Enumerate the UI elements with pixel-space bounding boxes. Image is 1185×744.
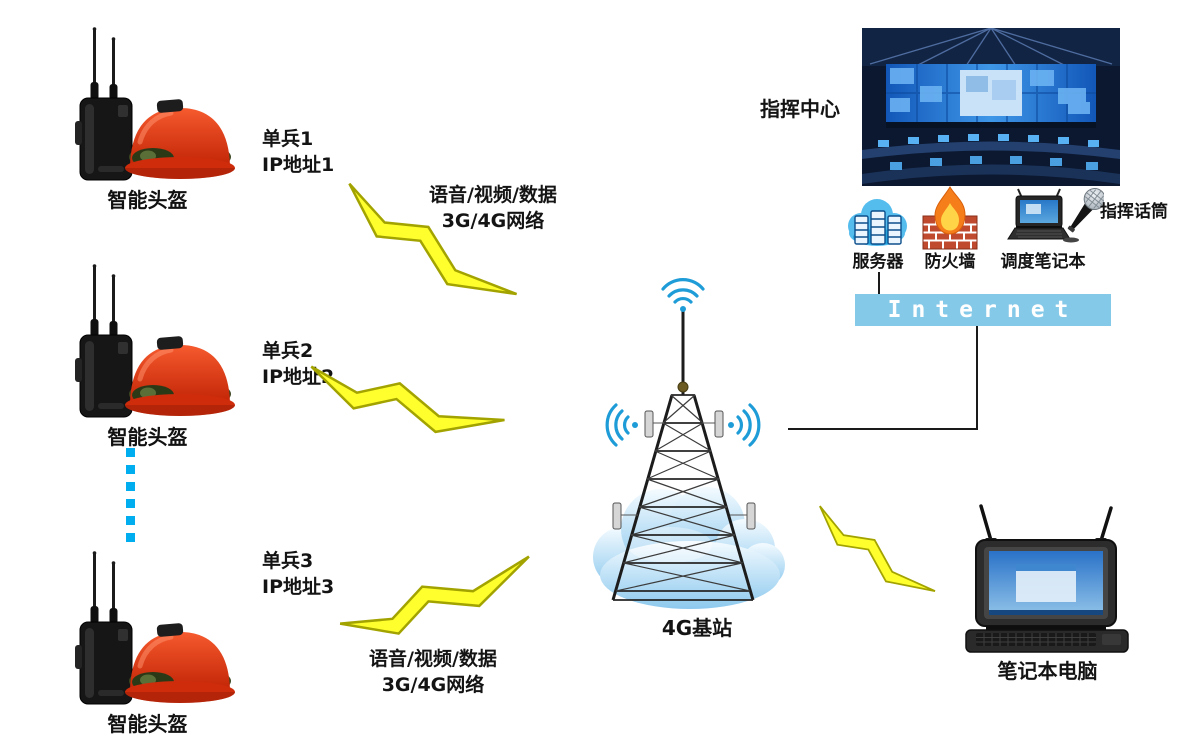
soldier-unit-3: 智能头盔 — [60, 550, 235, 738]
soldier-2-label: 单兵2 IP地址2 — [262, 338, 334, 390]
soldier-1-label: 单兵1 IP地址1 — [262, 126, 334, 178]
laptop-screen — [975, 539, 1117, 627]
handheld-radio — [75, 97, 133, 181]
soldier-unit-1: 智能头盔 — [60, 26, 235, 214]
link-label-top: 语音/视频/数据 3G/4G网络 — [408, 182, 578, 234]
server-label: 服务器 — [852, 252, 904, 272]
tower-lattice — [611, 311, 755, 601]
link-label-top-line2: 3G/4G网络 — [441, 210, 545, 232]
server-stack — [854, 210, 902, 245]
ellipsis-square — [126, 448, 135, 457]
connector-server-internet — [878, 272, 880, 294]
operator-desks — [862, 134, 1120, 184]
antenna-panels — [612, 410, 756, 530]
smart-helmet — [125, 99, 235, 179]
microphone-icon — [1063, 188, 1104, 243]
lightning-bolt-shape — [310, 365, 505, 434]
internet-bar: Internet — [855, 294, 1111, 326]
ellipsis-square — [126, 465, 135, 474]
ellipsis-square — [126, 533, 135, 542]
ellipsis-square — [126, 516, 135, 525]
smart-helmet-label-1: 智能头盔 — [107, 188, 188, 212]
soldier-3-label: 单兵3 IP地址3 — [262, 548, 334, 600]
radio-antennas — [90, 551, 118, 624]
firewall-icon — [922, 186, 978, 250]
radio-antennas — [90, 27, 118, 100]
link-label-top-line1: 语音/视频/数据 — [429, 184, 557, 206]
wifi-signal-top-icon — [661, 278, 705, 312]
flame-shape — [934, 186, 966, 235]
ellipsis-square — [126, 499, 135, 508]
base-station-illustration — [593, 278, 785, 609]
soldier-3-name: 单兵3 — [262, 550, 314, 572]
command-center-label: 指挥中心 — [760, 97, 840, 121]
soldier-3-ip: IP地址3 — [262, 576, 335, 598]
dispatch-laptop-label: 调度笔记本 — [1000, 252, 1086, 272]
handheld-radio — [75, 334, 133, 418]
microphone-body — [1067, 188, 1104, 233]
server-icon — [848, 199, 907, 246]
wifi-signal-right-icon — [728, 403, 761, 447]
ellipsis-square — [126, 482, 135, 491]
firewall-label: 防火墙 — [924, 252, 976, 272]
field-laptop-label: 笔记本电脑 — [997, 659, 1098, 683]
lightning-bolt-shape — [348, 182, 518, 296]
video-wall — [886, 64, 1096, 128]
ceiling-lights — [869, 28, 1113, 67]
command-center-photo — [862, 28, 1120, 186]
lightning-bolt-shape — [339, 555, 530, 635]
smart-helmet-label-3: 智能头盔 — [107, 712, 188, 736]
lightning-bolt-shape — [819, 505, 936, 592]
wifi-signal-left-icon — [605, 403, 638, 447]
smart-helmet-illustration — [75, 551, 235, 705]
laptop-base — [965, 626, 1129, 653]
wireless-link-bolt-2 — [310, 365, 505, 434]
soldier-unit-2: 智能头盔 — [60, 263, 235, 451]
microphone-label: 指挥话筒 — [1100, 202, 1168, 222]
wireless-link-bolt-1 — [348, 182, 518, 296]
soldier-1-name: 单兵1 — [262, 128, 314, 150]
wireless-link-bolt-4 — [819, 505, 936, 592]
radio-antennas — [90, 264, 118, 337]
base-station-label: 4G基站 — [661, 616, 733, 640]
internet-label: Internet — [887, 297, 1079, 323]
connector-internet-tower — [788, 428, 978, 430]
dispatch-laptop-icon — [1007, 188, 1071, 240]
smart-helmet-illustration — [75, 264, 235, 418]
soldier-2-name: 单兵2 — [262, 340, 314, 362]
handheld-radio — [75, 621, 133, 705]
link-label-bottom: 语音/视频/数据 3G/4G网络 — [348, 646, 518, 698]
smart-helmet-illustration — [75, 27, 235, 181]
smart-helmet — [125, 623, 235, 703]
smart-helmet-label-2: 智能头盔 — [107, 425, 188, 449]
link-label-bottom-line2: 3G/4G网络 — [381, 674, 485, 696]
soldier-1-ip: IP地址1 — [262, 154, 335, 176]
link-label-bottom-line1: 语音/视频/数据 — [369, 648, 497, 670]
wireless-link-bolt-3 — [339, 555, 530, 635]
connector-internet-vertical — [976, 326, 978, 430]
field-laptop-illustration — [965, 504, 1129, 653]
smart-helmet — [125, 336, 235, 416]
